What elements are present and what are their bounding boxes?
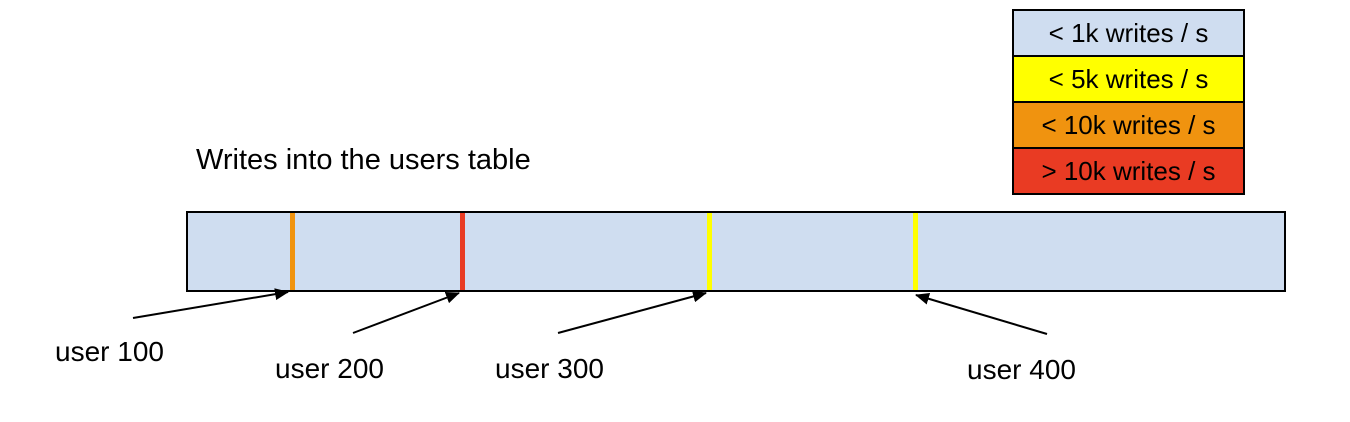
users-table-bar bbox=[186, 211, 1286, 292]
arrow-user-300 bbox=[557, 290, 707, 334]
label-user-300: user 300 bbox=[495, 353, 604, 384]
hotspot-stripe-user-400 bbox=[913, 213, 918, 290]
hotspot-stripe-user-100 bbox=[290, 213, 295, 290]
label-user-100: user 100 bbox=[55, 336, 164, 367]
legend-item-lt-10k: < 10k writes / s bbox=[1014, 103, 1243, 149]
label-user-400: user 400 bbox=[967, 354, 1076, 385]
arrow-user-200 bbox=[352, 291, 460, 334]
legend-item-gt-10k: > 10k writes / s bbox=[1014, 149, 1243, 193]
hotspot-stripe-user-300 bbox=[707, 213, 712, 290]
arrow-user-400 bbox=[915, 292, 1048, 335]
label-user-200: user 200 bbox=[275, 353, 384, 384]
diagram-title: Writes into the users table bbox=[196, 144, 531, 176]
legend: < 1k writes / s < 5k writes / s < 10k wr… bbox=[1012, 9, 1245, 195]
legend-item-lt-1k: < 1k writes / s bbox=[1014, 11, 1243, 57]
legend-item-lt-5k: < 5k writes / s bbox=[1014, 57, 1243, 103]
arrow-user-100 bbox=[132, 288, 289, 319]
hotspot-stripe-user-200 bbox=[460, 213, 465, 290]
